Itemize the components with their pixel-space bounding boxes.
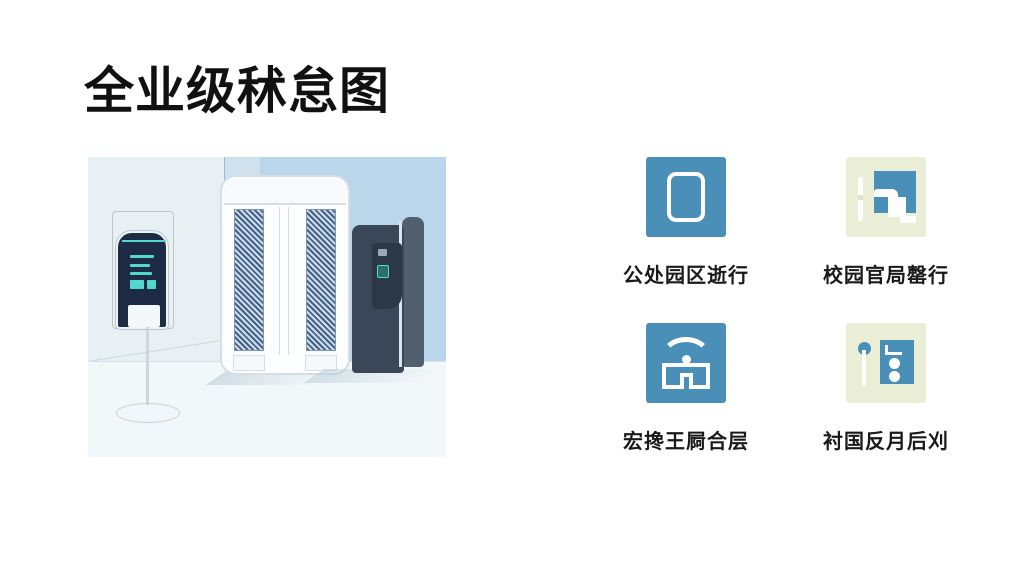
building-door — [680, 373, 693, 389]
speed-gate-turnstile — [220, 175, 350, 375]
kiosk-screen-block — [147, 280, 156, 289]
panel-button — [889, 371, 900, 382]
panel-button — [889, 358, 900, 369]
kiosk-pole — [146, 327, 149, 405]
office-floor-bar — [900, 216, 916, 223]
access-panel-glyph — [854, 336, 918, 390]
scenario-label: 宏搀王屙合层 — [623, 431, 749, 453]
scenario-label: 校园官局罄行 — [823, 265, 949, 287]
scenario-label: 衬国反月后刈 — [823, 431, 949, 453]
gate-rounded-rect-icon — [646, 157, 726, 237]
pillar-face-reader — [352, 217, 428, 375]
kiosk-screen-line — [130, 272, 152, 275]
gate-top-header — [224, 179, 346, 205]
office-counter — [888, 197, 906, 217]
building-roof — [660, 337, 712, 359]
campus-building-icon — [646, 323, 726, 403]
kiosk-screen-block — [130, 280, 144, 289]
qr-scanner-icon — [377, 265, 389, 278]
standing-kiosk-terminal — [106, 211, 192, 423]
kiosk-top-slot — [122, 236, 166, 242]
kiosk-tray — [128, 305, 160, 327]
scenario-item-building-complex[interactable]: 宏搀王屙合层 — [596, 323, 776, 454]
camera-icon — [378, 249, 387, 256]
office-reception-icon — [846, 157, 926, 237]
office-reception-glyph — [854, 169, 918, 225]
campus-building-glyph — [658, 337, 714, 389]
gate-glass-panel-right — [306, 209, 336, 351]
office-post-notch — [858, 195, 863, 200]
kiosk-screen-line — [130, 264, 150, 267]
access-panel-icon — [846, 323, 926, 403]
scenario-item-access-control[interactable]: 衬国反月后刈 — [796, 323, 976, 454]
panel-pole — [862, 350, 866, 386]
kiosk-screen-line — [130, 255, 154, 258]
kiosk-screen — [126, 251, 162, 297]
scenario-label: 公处园区逝行 — [623, 265, 749, 287]
pillar-side-face — [402, 217, 424, 367]
panel-slot — [885, 345, 902, 355]
scenario-item-campus-office[interactable]: 校园官局罄行 — [796, 157, 976, 288]
scenario-item-park-access[interactable]: 公处园区逝行 — [596, 157, 776, 288]
solution-scenario-grid: 公处园区逝行 校园官局罄行 — [596, 157, 996, 467]
kiosk-base-ring — [116, 403, 180, 423]
page-title: 全业级秫怠图 — [84, 63, 390, 119]
gate-foot-left — [233, 355, 265, 371]
gate-glass-panel-left — [234, 209, 264, 351]
building-finial — [682, 355, 691, 364]
access-control-gates-illustration — [88, 157, 446, 457]
office-desk — [874, 189, 898, 197]
panel-sensor-dot — [858, 342, 871, 355]
gate-center-column — [279, 207, 289, 355]
kiosk-body — [116, 231, 168, 329]
gate-rounded-rect-glyph — [667, 172, 705, 222]
